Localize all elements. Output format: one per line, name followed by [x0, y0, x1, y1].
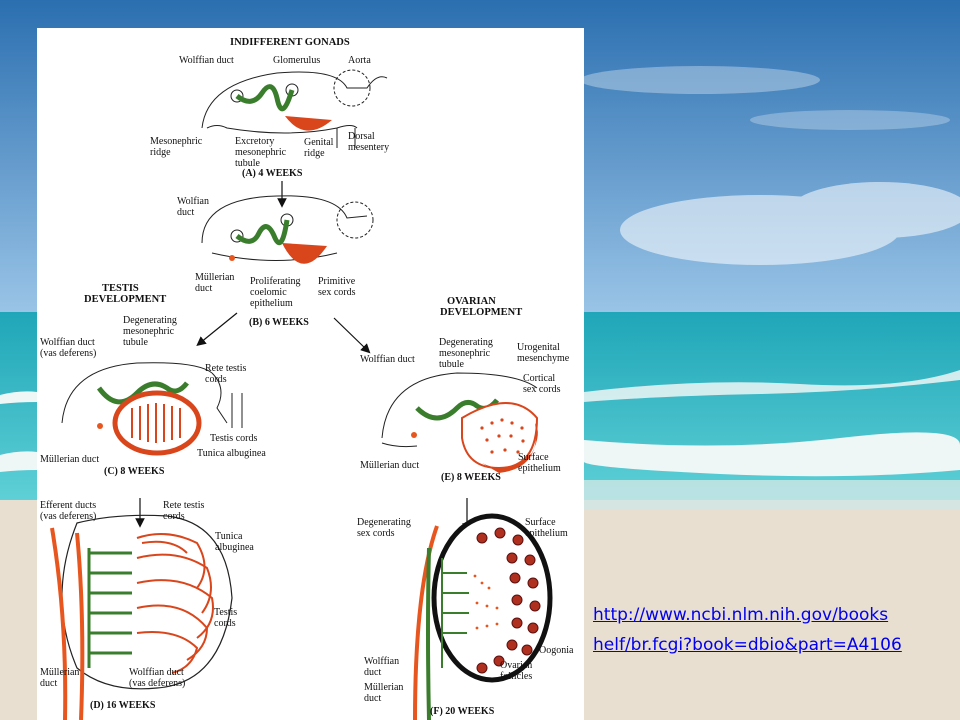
label-c-tunica: Tunica albuginea	[197, 448, 266, 459]
stage-a-illustration	[201, 69, 388, 148]
stage-d-illustration	[61, 514, 233, 690]
label-a-glomerulus: Glomerulus	[273, 55, 320, 66]
stage-e-illustration	[381, 372, 538, 448]
stage-e-cortical-cords	[480, 418, 525, 454]
stage-b-illustration	[201, 195, 374, 261]
stage-e-surface-epithelium	[482, 423, 538, 473]
stage-e-caption: (E) 8 WEEKS	[441, 472, 501, 483]
stage-c-mullerian-duct	[97, 423, 103, 429]
stage-a-genital-ridge	[285, 116, 332, 131]
arrow-b-to-e	[333, 317, 371, 354]
label-e-wolffian-duct: Wolffian duct	[360, 354, 415, 365]
source-link[interactable]: http://www.ncbi.nlm.nih.gov/books helf/b…	[593, 600, 953, 660]
stage-f-caption: (F) 20 WEEKS	[430, 706, 495, 717]
stage-d-wolffian-duct	[75, 532, 85, 720]
label-e-mullerian-duct: Müllerian duct	[360, 460, 419, 471]
stage-a-wolffian-tubule	[235, 84, 295, 112]
stage-d-caption: (D) 16 WEEKS	[90, 700, 156, 711]
label-c-wolffian-duct: Wolffian duct(vas deferens)	[40, 337, 96, 359]
stage-f-ovarian-follicles	[476, 527, 541, 674]
stage-d-efferent-ducts	[87, 548, 132, 668]
stage-f-rete	[441, 558, 469, 668]
stage-f-mullerian-duct	[413, 525, 439, 720]
label-c-mullerian-duct: Müllerian duct	[40, 454, 99, 465]
stage-c-illustration	[61, 362, 243, 428]
label-d-wolffian-duct: Wolffian duct(vas deferens)	[129, 667, 185, 689]
gonad-development-diagram: INDIFFERENT GONADS Wolffian duct Glomeru…	[40, 37, 574, 720]
stage-c-caption: (C) 8 WEEKS	[104, 466, 165, 477]
stage-d-mullerian-duct	[50, 527, 68, 720]
label-c-testis-cords: Testis cords	[210, 433, 257, 444]
stage-f-degenerating-cords	[473, 574, 499, 630]
source-link-line-2[interactable]: helf/br.fcgi?book=dbio&part=A4106	[593, 635, 902, 655]
stage-b-caption: (B) 6 WEEKS	[249, 317, 309, 328]
stage-c-wolffian-duct	[96, 381, 189, 405]
stage-d-testis-cords	[136, 533, 214, 674]
label-a-wolffian-duct: Wolffian duct	[179, 55, 234, 66]
diagram-title: INDIFFERENT GONADS	[230, 37, 350, 48]
stage-b-wolffian-tubule	[235, 219, 290, 245]
clouds	[580, 66, 960, 265]
waves	[0, 370, 960, 477]
stage-f-ovary	[431, 513, 553, 683]
stage-a-caption: (A) 4 WEEKS	[242, 168, 303, 179]
source-link-line-1[interactable]: http://www.ncbi.nlm.nih.gov/books	[593, 605, 889, 625]
label-a-aorta: Aorta	[348, 55, 371, 66]
stage-e-mullerian-duct	[411, 432, 417, 438]
stage-b-primitive-cords	[282, 243, 327, 264]
arrow-b-to-c	[196, 312, 238, 347]
label-f-oogonia: Oogonia	[539, 645, 574, 656]
stage-b-mullerian-duct	[229, 255, 235, 261]
stage-c-testis-cords	[131, 403, 181, 443]
stage-f-wolffian-duct	[426, 547, 431, 720]
label-d-efferent: Efferent ducts(vas deferens)	[40, 500, 96, 522]
